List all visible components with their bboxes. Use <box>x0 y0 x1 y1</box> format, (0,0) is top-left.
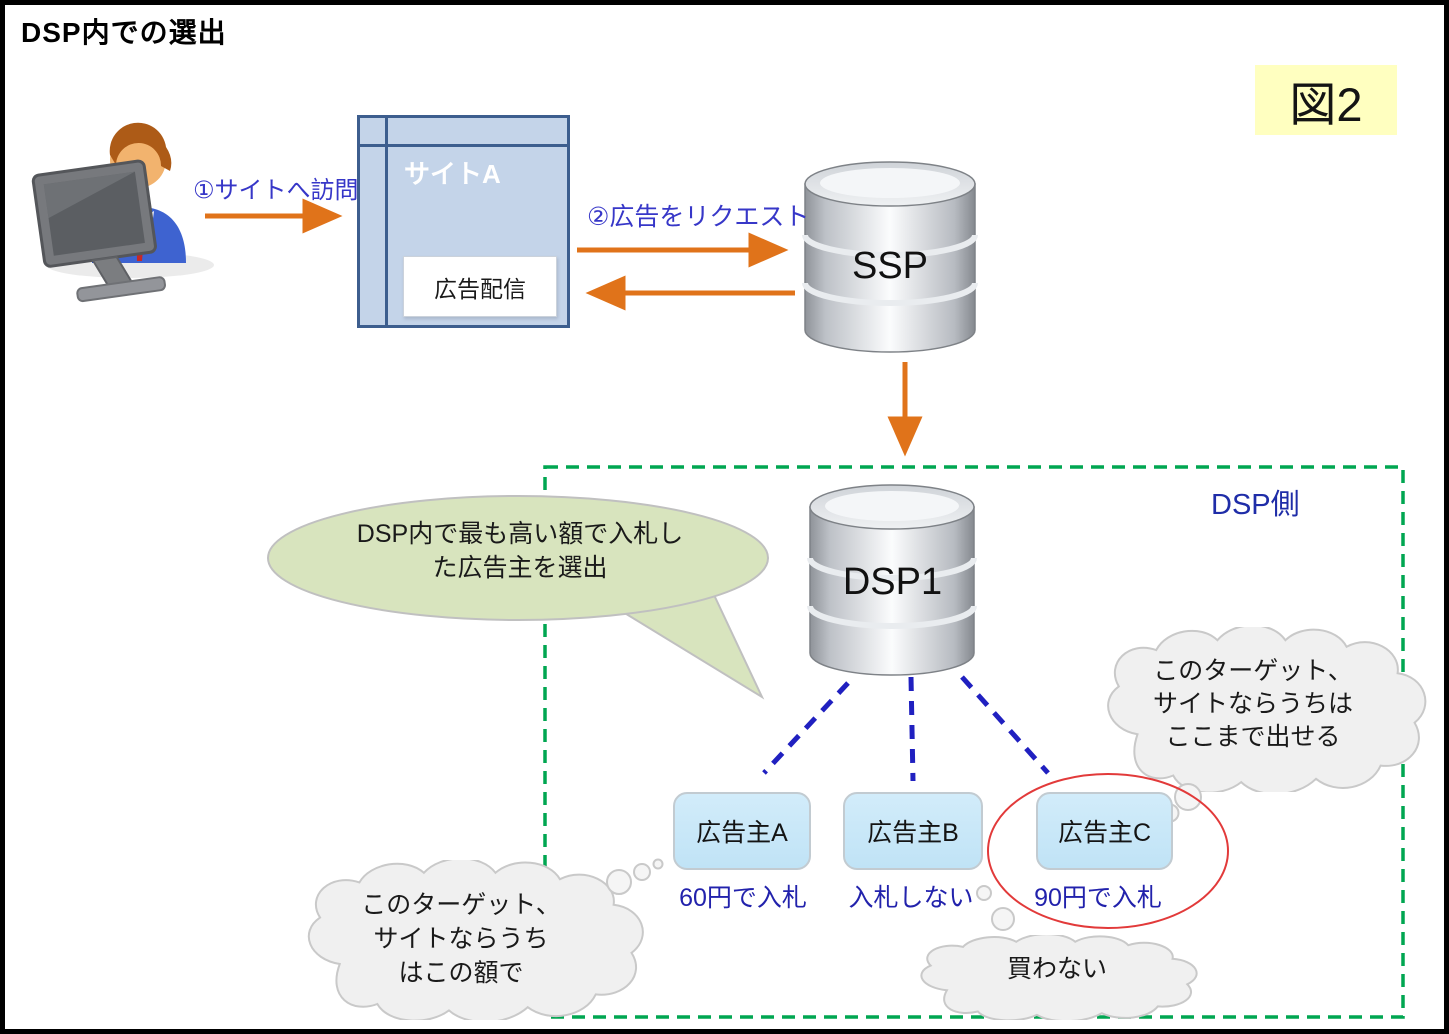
selection-speech-bubble <box>267 495 769 700</box>
thought-right-line2: サイトならうちは <box>1152 690 1353 718</box>
page-title: DSP内での選出 <box>21 17 227 48</box>
thought-right-line1: このターゲット、 <box>1153 657 1353 685</box>
user-at-computer-icon <box>31 122 214 303</box>
site-a-browser-box: サイトA 広告配信 <box>357 115 570 328</box>
thought-left-text: このターゲット、 サイトならうち はこの額で <box>320 888 602 990</box>
advertiser-c-bid: 90円で入札 <box>1034 884 1162 912</box>
step1-visit-label: ①サイトへ訪問 <box>193 177 359 204</box>
ssp-cylinder-icon <box>802 161 978 353</box>
thought-cloud-left <box>309 860 643 1020</box>
diagram-shapes-layer <box>31 122 1444 1020</box>
advertiser-b-bid: 入札しない <box>848 884 974 912</box>
thought-bottom-text: 買わない <box>1006 955 1107 983</box>
step2-ad-request-label: ②広告をリクエスト <box>587 203 810 231</box>
thought-right-line3: ここまで出せる <box>1165 723 1341 751</box>
thought-cloud-right <box>1108 627 1425 792</box>
dsp-zone-label: DSP側 <box>1211 489 1300 521</box>
connector-dsp-advertiser-c <box>960 675 1050 775</box>
dsp-zone-boundary <box>543 465 1405 1019</box>
figure-number-badge: 図2 <box>1255 65 1397 135</box>
site-header-divider <box>360 144 567 147</box>
advertiser-c-box: 広告主C <box>1036 792 1173 870</box>
thought-left-line1: このターゲット、 <box>361 891 561 919</box>
ad-slot-box: 広告配信 <box>403 256 557 317</box>
connector-dsp-advertiser-b <box>908 676 916 782</box>
ssp-label: SSP <box>851 245 929 287</box>
site-a-title: サイトA <box>404 159 501 189</box>
dsp1-label: DSP1 <box>842 561 943 603</box>
dsp1-cylinder-icon <box>807 484 977 676</box>
advertiser-b-box: 広告主B <box>843 792 983 870</box>
thought-left-line3: はこの額で <box>398 959 524 987</box>
connector-dsp-advertiser-a <box>762 681 850 775</box>
selection-bubble-line1: DSP内で最も高い額で入札し <box>356 520 684 548</box>
thought-right-text: このターゲット、 サイトならうちは ここまで出せる <box>1117 655 1389 754</box>
selection-bubble-text: DSP内で最も高い額で入札し た広告主を選出 <box>323 517 717 585</box>
selection-bubble-line2: た広告主を選出 <box>432 554 608 582</box>
winner-highlight-ellipse <box>987 773 1229 929</box>
advertiser-a-box: 広告主A <box>673 792 811 870</box>
thought-trail-bottom <box>976 885 1015 931</box>
advertiser-a-bid: 60円で入札 <box>679 884 807 912</box>
thought-cloud-bottom <box>921 935 1196 1020</box>
thought-trail-left <box>606 858 664 895</box>
thought-left-line2: サイトならうち <box>373 925 549 953</box>
site-sidebar-divider <box>385 118 388 325</box>
